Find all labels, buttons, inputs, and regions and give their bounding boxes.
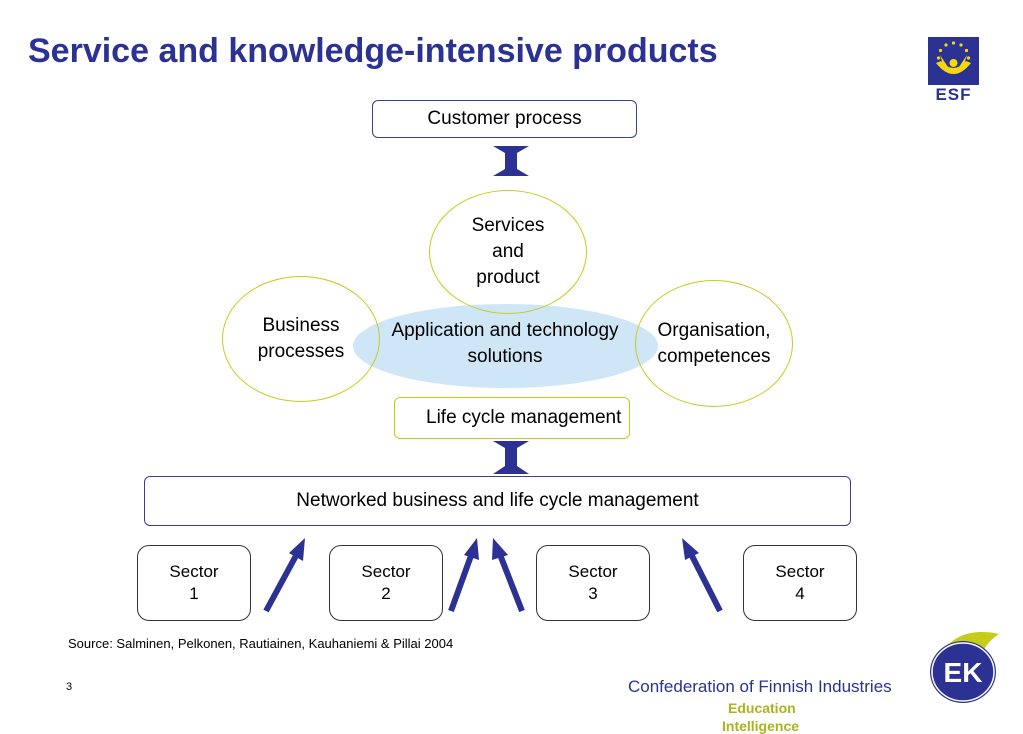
- sector-label: Sector: [361, 562, 411, 581]
- services-line3: product: [476, 267, 540, 288]
- application-line1: Application and technology: [391, 320, 619, 341]
- double-arrow-top: [493, 146, 529, 176]
- life-cycle-box: Life cycle management: [394, 397, 630, 439]
- esf-emblem-icon: [936, 41, 971, 74]
- business-line1: Business: [262, 315, 340, 336]
- customer-process-box: Customer process: [372, 100, 637, 138]
- double-arrow-middle: [493, 441, 529, 474]
- organisation-line1: Organisation,: [657, 319, 771, 341]
- networked-box: Networked business and life cycle manage…: [144, 476, 851, 526]
- life-cycle-label: Life cycle management: [426, 407, 622, 428]
- esf-flag: [928, 37, 979, 85]
- application-ellipse: [353, 304, 658, 388]
- ek-logo-icon: EK: [930, 632, 999, 703]
- sector-label: Sector: [568, 562, 618, 581]
- customer-process-label: Customer process: [427, 108, 582, 129]
- sector-label: Sector: [169, 562, 219, 581]
- sector-box-3: Sector 3: [536, 545, 650, 621]
- application-text: Application and technology solutions: [365, 318, 645, 370]
- services-circle: Services and product: [429, 190, 587, 314]
- esf-text: ESF: [935, 85, 972, 104]
- ek-mark-text: EK: [944, 657, 983, 688]
- ek-intelligence-label: Intelligence: [722, 718, 800, 734]
- sector-box-1: Sector 1: [137, 545, 251, 621]
- organisation-circle: Organisation, competences: [635, 280, 793, 407]
- sector-box-4: Sector 4: [743, 545, 857, 621]
- application-line2: solutions: [467, 346, 543, 367]
- esf-logo: ESF: [928, 37, 979, 104]
- ek-education-label: Education: [728, 700, 796, 716]
- sector-number: 2: [381, 584, 391, 603]
- networked-label: Networked business and life cycle manage…: [296, 490, 699, 511]
- page-number: 3: [66, 681, 73, 693]
- sector-number: 3: [588, 584, 598, 603]
- services-line2: and: [492, 241, 524, 262]
- organisation-line2: competences: [657, 345, 771, 367]
- services-line1: Services: [471, 215, 545, 236]
- page-title: Service and knowledge-intensive products: [28, 32, 718, 70]
- source-citation: Source: Salminen, Pelkonen, Rautiainen, …: [68, 636, 454, 651]
- sector-box-2: Sector 2: [329, 545, 443, 621]
- business-processes-circle: Business processes: [222, 276, 380, 402]
- ek-organisation-name: Confederation of Finnish Industries: [628, 677, 892, 696]
- sector-label: Sector: [775, 562, 825, 581]
- sector-number: 1: [189, 584, 199, 603]
- sector-number: 4: [795, 584, 805, 603]
- business-line2: processes: [257, 341, 345, 362]
